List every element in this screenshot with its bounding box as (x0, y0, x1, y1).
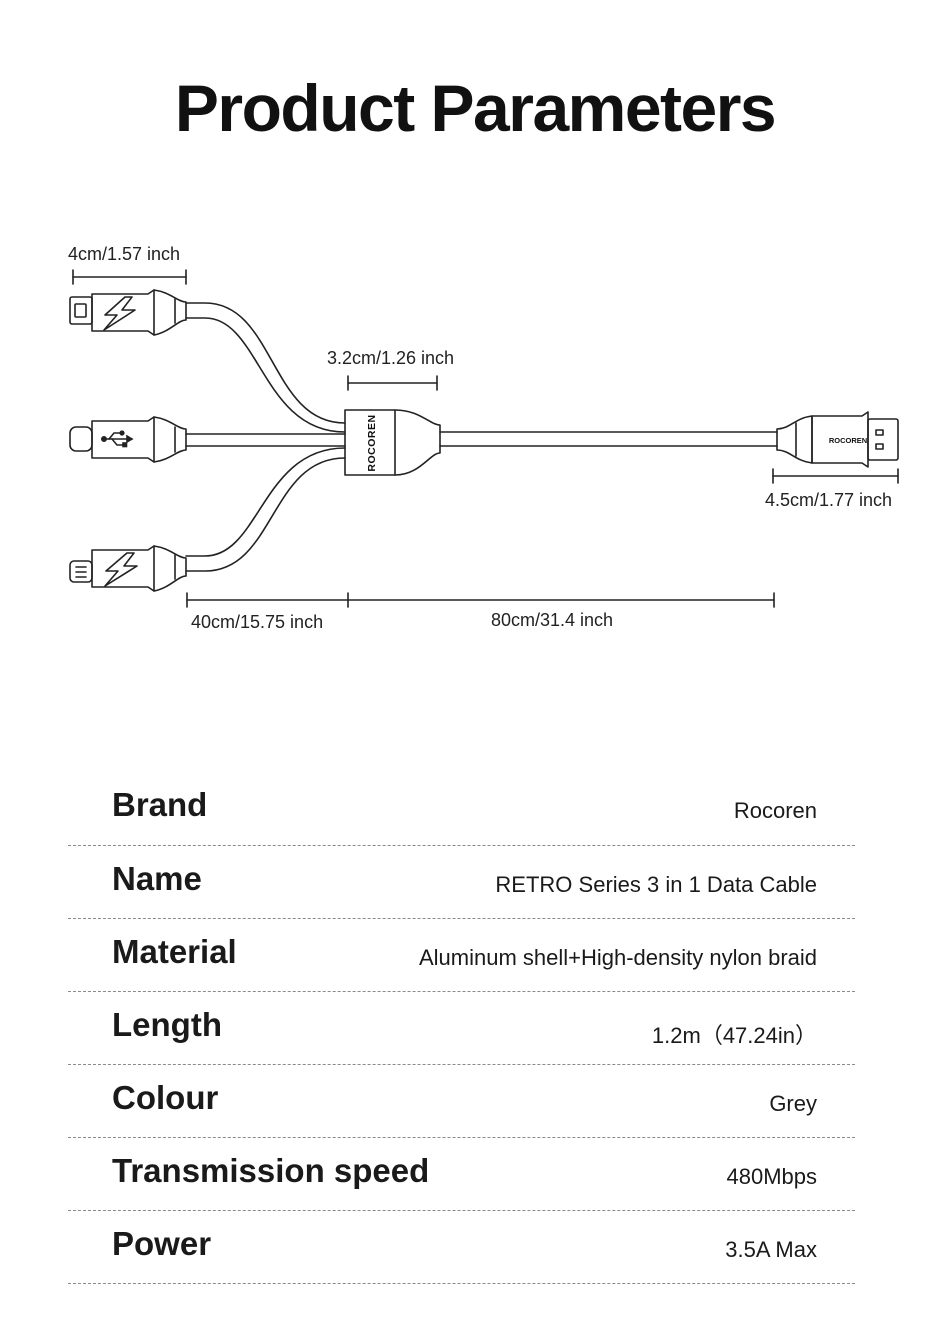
splitter-length-label: 3.2cm/1.26 inch (327, 348, 455, 368)
cable-wires (185, 302, 778, 572)
splitter-housing (344, 409, 441, 476)
param-value: 1.2m（47.24in） (651, 1023, 817, 1048)
param-row-transmission-speed: Transmission speed 480Mbps (68, 1138, 855, 1211)
param-value: 480Mbps (726, 1164, 817, 1189)
parameters-table: Brand Rocoren Name RETRO Series 3 in 1 D… (68, 772, 855, 1284)
param-row-power: Power 3.5A Max (68, 1211, 855, 1284)
param-row-length: Length 1.2m（47.24in） (68, 992, 855, 1065)
splitter-brand-mark: ROCOREN (366, 414, 378, 471)
main-length-label: 80cm/31.4 inch (491, 610, 614, 630)
param-label: Brand (112, 786, 208, 823)
param-value: Rocoren (733, 798, 817, 823)
param-value: Grey (769, 1091, 817, 1116)
type-c-connector (69, 416, 187, 463)
page-title: Product Parameters (174, 71, 777, 145)
param-label: Colour (112, 1079, 219, 1116)
lightning-bolt-icon (103, 296, 136, 331)
connector-length-label: 4cm/1.57 inch (68, 244, 181, 264)
lightning-bolt-icon (104, 552, 138, 587)
param-label: Transmission speed (112, 1152, 430, 1189)
param-label: Name (112, 860, 202, 897)
param-row-brand: Brand Rocoren (68, 772, 855, 846)
usb-a-connector (776, 411, 899, 468)
param-row-colour: Colour Grey (68, 1065, 855, 1138)
param-label: Material (112, 933, 237, 970)
micro-usb-connector (69, 289, 187, 336)
branch-length-label: 40cm/15.75 inch (191, 612, 324, 632)
param-row-name: Name RETRO Series 3 in 1 Data Cable (68, 846, 855, 919)
param-value: Aluminum shell+High-density nylon braid (418, 945, 817, 970)
dimension-lines (72, 269, 899, 608)
param-label: Power (112, 1225, 212, 1262)
param-value: 3.5A Max (725, 1237, 817, 1262)
param-value: RETRO Series 3 in 1 Data Cable (495, 872, 817, 897)
usb-length-label: 4.5cm/1.77 inch (765, 490, 893, 510)
usb-symbol-icon (101, 430, 134, 448)
cable-diagram: ROCOREN ROCOREN 4cm/1.57 inch 3.2cm/1.26… (68, 244, 899, 632)
param-label: Length (112, 1006, 222, 1043)
usb-brand-mark: ROCOREN (829, 436, 867, 445)
cable-drawing: ROCOREN ROCOREN (69, 269, 899, 608)
param-row-material: Material Aluminum shell+High-density nyl… (68, 919, 855, 992)
lightning-connector (69, 545, 187, 592)
